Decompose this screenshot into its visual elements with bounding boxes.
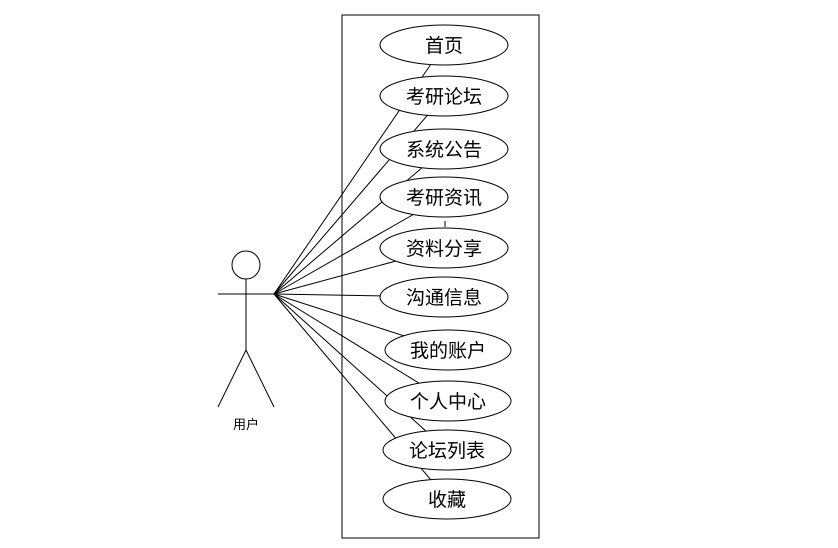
use-case: 系统公告 <box>379 128 509 170</box>
use-case-ellipse <box>379 227 509 269</box>
use-case: 首页 <box>379 24 509 66</box>
use-case: 收藏 <box>382 478 512 520</box>
use-case: 我的账户 <box>384 329 512 371</box>
use-case-label: 论坛列表 <box>409 440 485 462</box>
association-line <box>273 214 414 295</box>
use-case-label: 考研资讯 <box>406 187 482 209</box>
association-line <box>273 293 420 384</box>
use-case-ellipse <box>379 24 509 66</box>
actor-user: 用户 <box>217 250 275 433</box>
use-case: 考研论坛 <box>379 75 509 117</box>
use-case: 沟通信息 <box>379 276 509 318</box>
use-case: 资料分享 <box>379 227 509 269</box>
association-lines <box>273 64 432 481</box>
use-case-label: 沟通信息 <box>406 287 482 309</box>
actor-label: 用户 <box>233 417 259 433</box>
use-case-label: 首页 <box>425 35 463 57</box>
use-case-label: 资料分享 <box>406 238 482 260</box>
use-case-label: 个人中心 <box>410 391 486 413</box>
use-case: 论坛列表 <box>382 429 512 471</box>
use-case-ellipse <box>382 429 512 471</box>
actor-head <box>231 250 261 280</box>
use-case-ellipse <box>384 329 512 371</box>
use-case-label: 我的账户 <box>410 340 486 362</box>
system-boundary <box>341 14 540 539</box>
use-case-label: 系统公告 <box>406 139 482 161</box>
use-case-ellipse <box>382 478 512 520</box>
use-case-ellipse <box>379 75 509 117</box>
association-line <box>273 293 381 297</box>
use-case-label: 收藏 <box>428 489 466 511</box>
use-case-label: 考研论坛 <box>406 86 482 108</box>
use-case-ellipse <box>384 380 512 422</box>
association-line <box>273 293 404 337</box>
use-case-ellipse <box>379 276 509 318</box>
actor-left-leg <box>217 349 247 408</box>
use-case-ellipse <box>379 176 509 218</box>
use-case: 个人中心 <box>384 380 512 422</box>
use-case: 考研资讯 <box>379 176 509 218</box>
association-line <box>273 260 396 295</box>
actor-right-leg <box>245 349 275 408</box>
use-case-ellipse <box>379 128 509 170</box>
